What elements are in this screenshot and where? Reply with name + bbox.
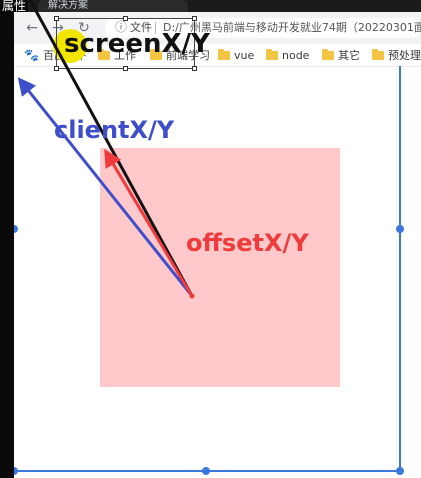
back-icon[interactable]: ← [26,20,38,36]
client-label: clientX/Y [54,116,175,144]
resize-handle-left[interactable] [10,225,18,233]
folder-icon [372,48,384,60]
bookmark-label: 预处理 [388,49,421,62]
resize-handle-right[interactable] [396,225,404,233]
selection-handle[interactable] [192,66,197,71]
caption-text: 属性 [0,0,29,13]
selection-handle[interactable] [123,16,128,21]
bookmark-vue[interactable]: vue [218,47,254,63]
selection-handle[interactable] [54,66,59,71]
screen-label: screenX/Y [64,29,210,59]
folder-icon [322,48,334,60]
bookmark-other[interactable]: 其它 [322,47,360,63]
address-url[interactable]: D:/广州黑马前端与移动开发就业74期（20220301面 [163,21,421,34]
viewport-border-right [399,66,401,471]
bookmark-node[interactable]: node [266,47,309,63]
bookmark-label: node [282,48,310,62]
browser-tab[interactable]: 解决方案 [38,0,188,12]
resize-handle-corner[interactable] [396,467,404,475]
selection-handle[interactable] [123,66,128,71]
offset-label: offsetX/Y [186,229,309,257]
tab-title: 解决方案 [48,0,88,11]
folder-icon [218,48,230,60]
demo-box [100,148,340,387]
selection-handle[interactable] [192,16,197,21]
resize-handle-bottom-left[interactable] [10,467,18,475]
bookmark-preprocess[interactable]: 预处理 [372,47,421,63]
tab-strip: 解决方案 [14,0,421,12]
folder-icon [266,48,278,60]
bookmark-label: vue [234,48,255,62]
left-dark-strip [0,0,14,478]
bookmark-label: 其它 [338,49,360,62]
resize-handle-bottom[interactable] [202,467,210,475]
selection-handle[interactable] [54,16,59,21]
paw-icon: 🐾 [24,48,39,62]
